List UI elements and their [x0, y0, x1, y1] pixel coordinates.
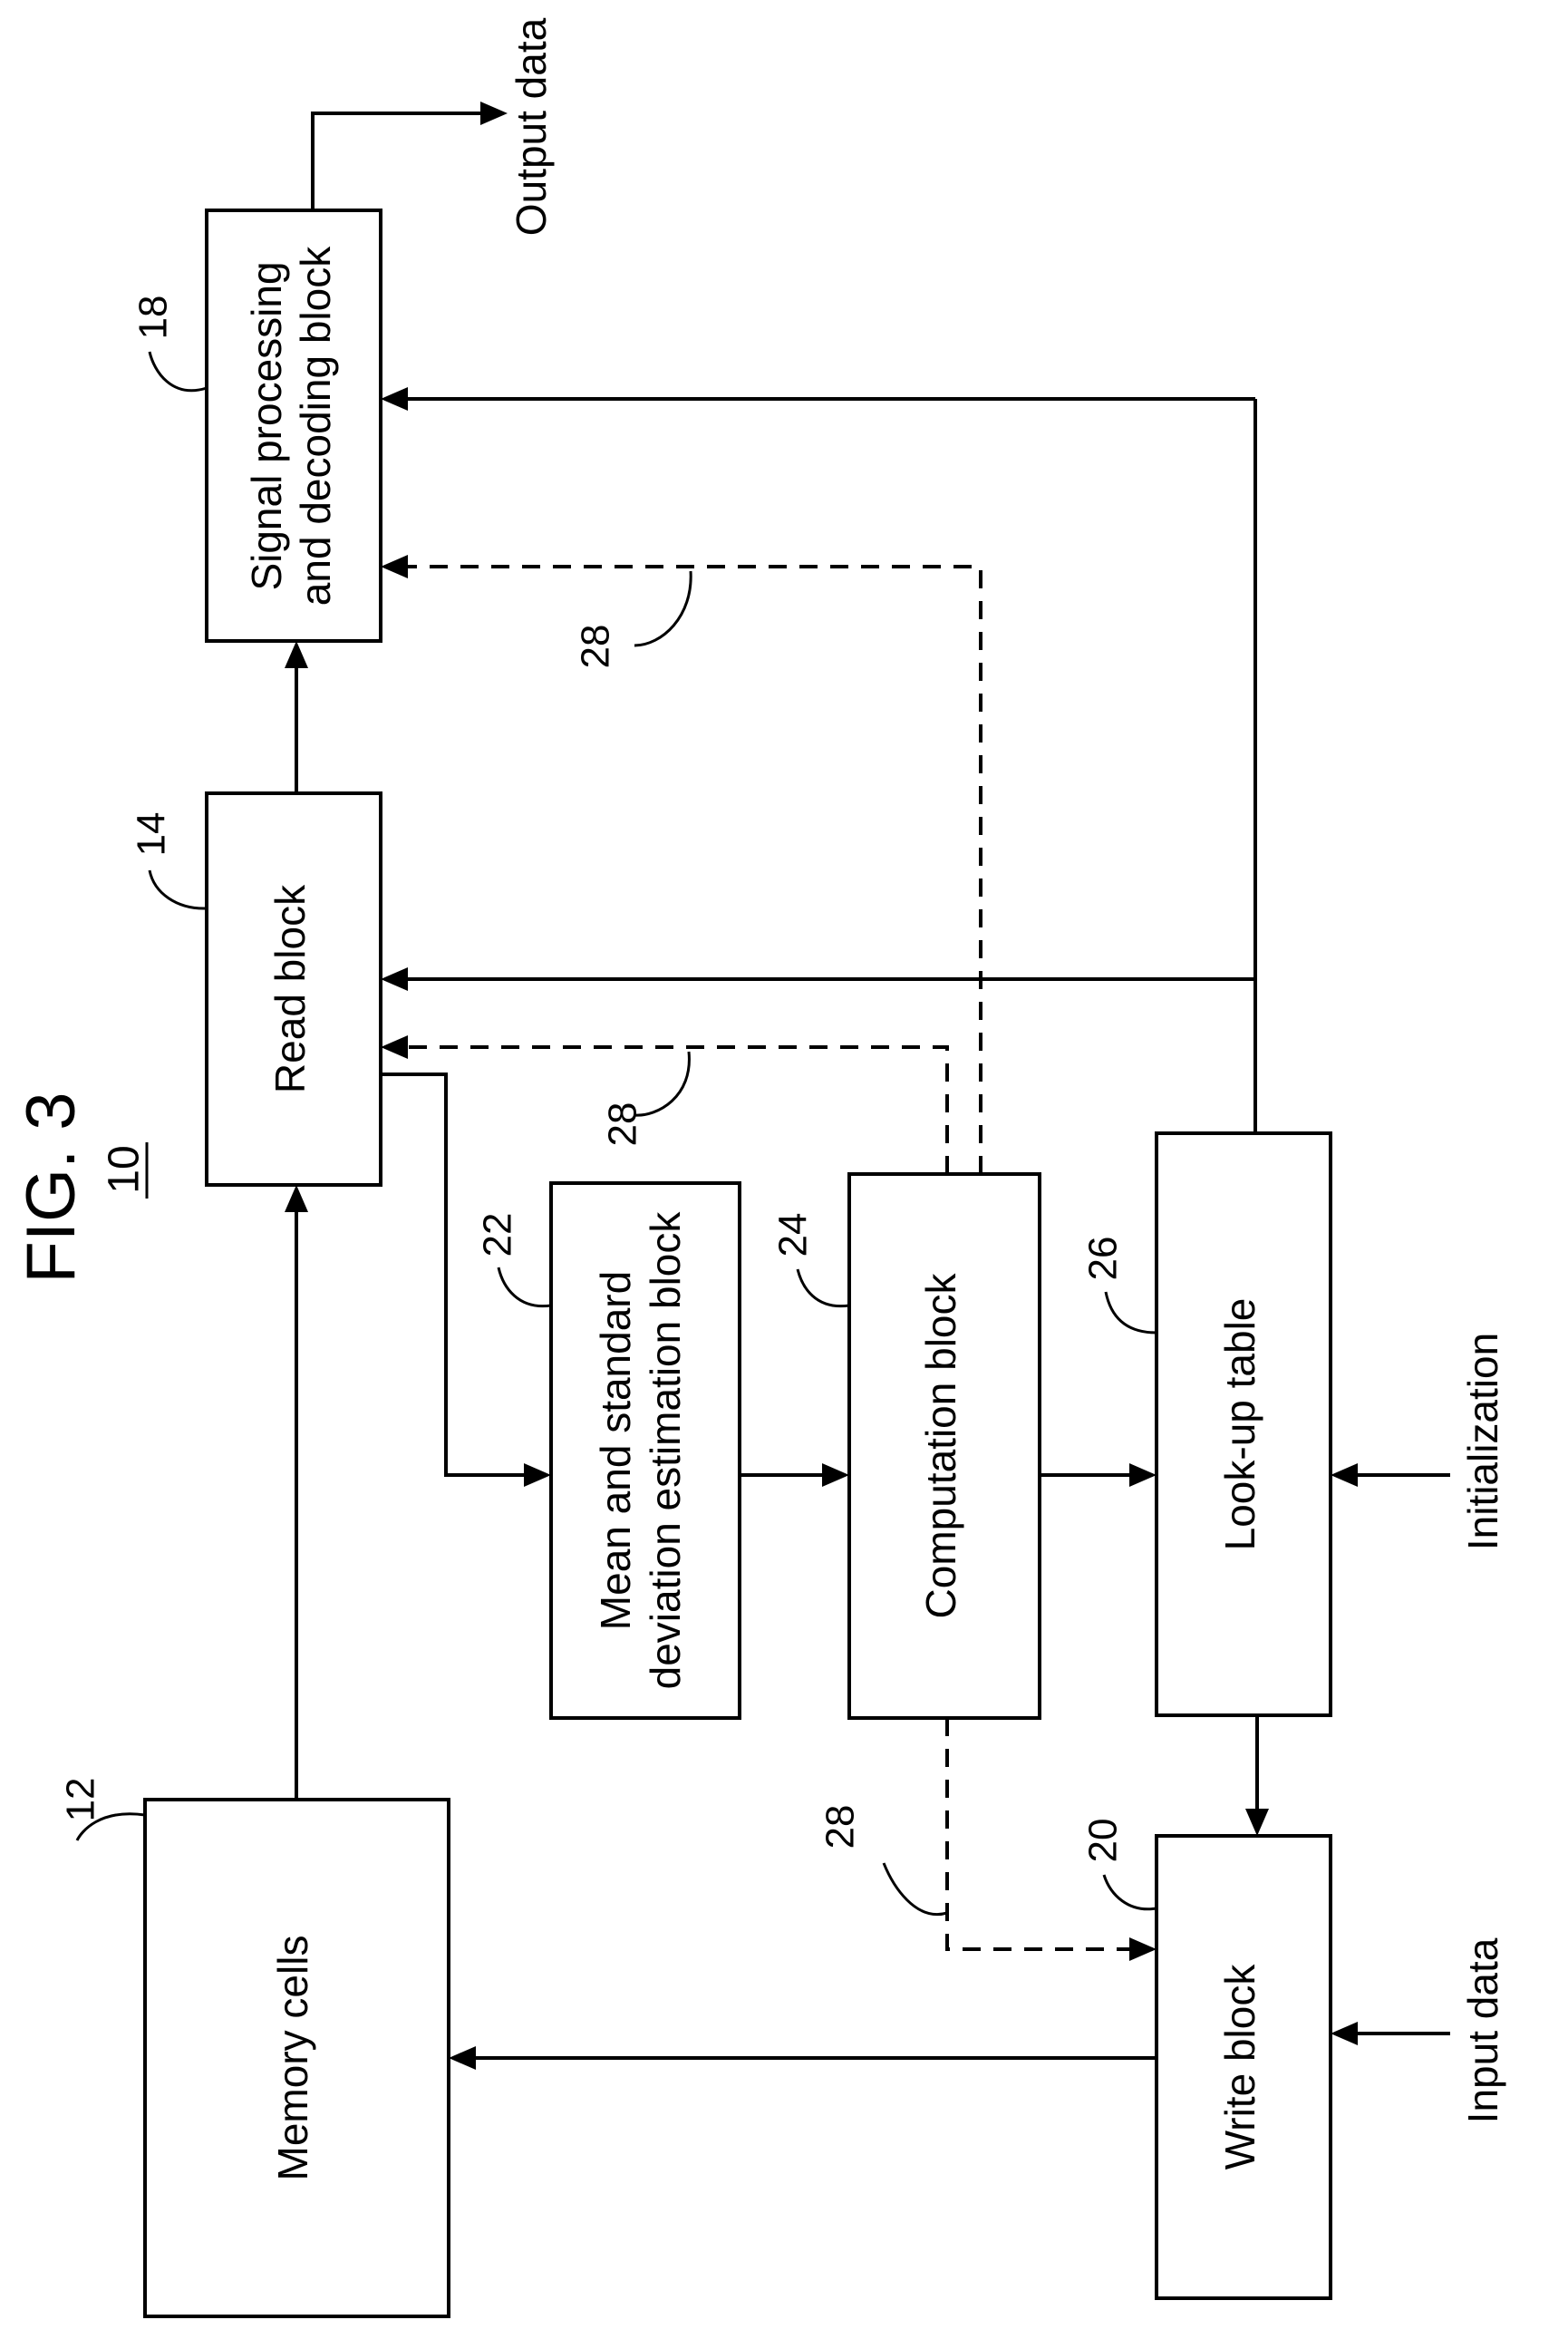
ref-12: 12 [59, 1778, 103, 1822]
ref-28-read: 28 [601, 1102, 645, 1147]
leader-14 [150, 870, 207, 908]
mean-std-label-line1: Mean and standard [592, 1271, 639, 1630]
arrow-output-data [313, 102, 508, 210]
dashed-computation-to-signal [381, 555, 981, 1174]
ref-18: 18 [131, 296, 176, 340]
leader-28-signal [634, 571, 691, 645]
lookup-table-block: Look-up table [1157, 1133, 1331, 1715]
lookup-table-label: Look-up table [1216, 1298, 1263, 1551]
leader-18 [150, 352, 207, 391]
ref-28-signal: 28 [574, 625, 618, 669]
input-data-label: Input data [1459, 1937, 1506, 2123]
leader-24 [798, 1269, 849, 1306]
ref-28-write: 28 [818, 1805, 863, 1849]
arrow-meanstd-to-computation [740, 1463, 849, 1487]
arrow-read-to-signal [285, 641, 308, 793]
output-data-label: Output data [508, 17, 555, 236]
arrow-memory-to-read [285, 1185, 308, 1800]
initialization-label: Initialization [1459, 1333, 1506, 1550]
signal-processing-label-line2: and decoding block [292, 246, 339, 606]
write-block: Write block [1157, 1836, 1331, 2298]
leader-20 [1104, 1875, 1157, 1909]
mean-std-label-line2: deviation estimation block [642, 1211, 689, 1690]
ref-22: 22 [476, 1213, 520, 1257]
leader-26 [1106, 1292, 1157, 1333]
signal-processing-label-line1: Signal processing [243, 261, 290, 590]
arrow-lookup-to-write [1245, 1715, 1269, 1836]
memory-cells-block: Memory cells [145, 1800, 449, 2316]
signal-processing-block: Signal processing and decoding block [207, 210, 381, 641]
arrow-input-data [1331, 2022, 1450, 2045]
read-block: Read block [207, 793, 381, 1185]
leader-28-write [884, 1863, 947, 1915]
figure-number: 10 [101, 1145, 149, 1193]
figure-title: FIG. 3 [13, 1092, 90, 1283]
read-block-label: Read block [266, 884, 314, 1093]
ref-24: 24 [771, 1213, 816, 1257]
computation-block: Computation block [849, 1174, 1040, 1718]
ref-20: 20 [1081, 1819, 1126, 1863]
arrow-initialization [1331, 1463, 1450, 1487]
arrow-lookup-to-read-and-signal [381, 387, 1255, 1133]
ref-26: 26 [1081, 1237, 1126, 1281]
memory-cells-label: Memory cells [269, 1936, 316, 2181]
ref-14: 14 [130, 812, 174, 857]
arrow-computation-to-lookup [1040, 1463, 1157, 1487]
mean-std-block: Mean and standard deviation estimation b… [551, 1183, 740, 1718]
dashed-computation-to-read [381, 1035, 947, 1174]
arrow-write-to-memory [449, 2046, 1157, 2070]
computation-block-label: Computation block [917, 1273, 964, 1619]
arrow-read-to-meanstd [381, 1074, 551, 1487]
leader-22 [498, 1267, 551, 1306]
write-block-label: Write block [1216, 1964, 1263, 2170]
